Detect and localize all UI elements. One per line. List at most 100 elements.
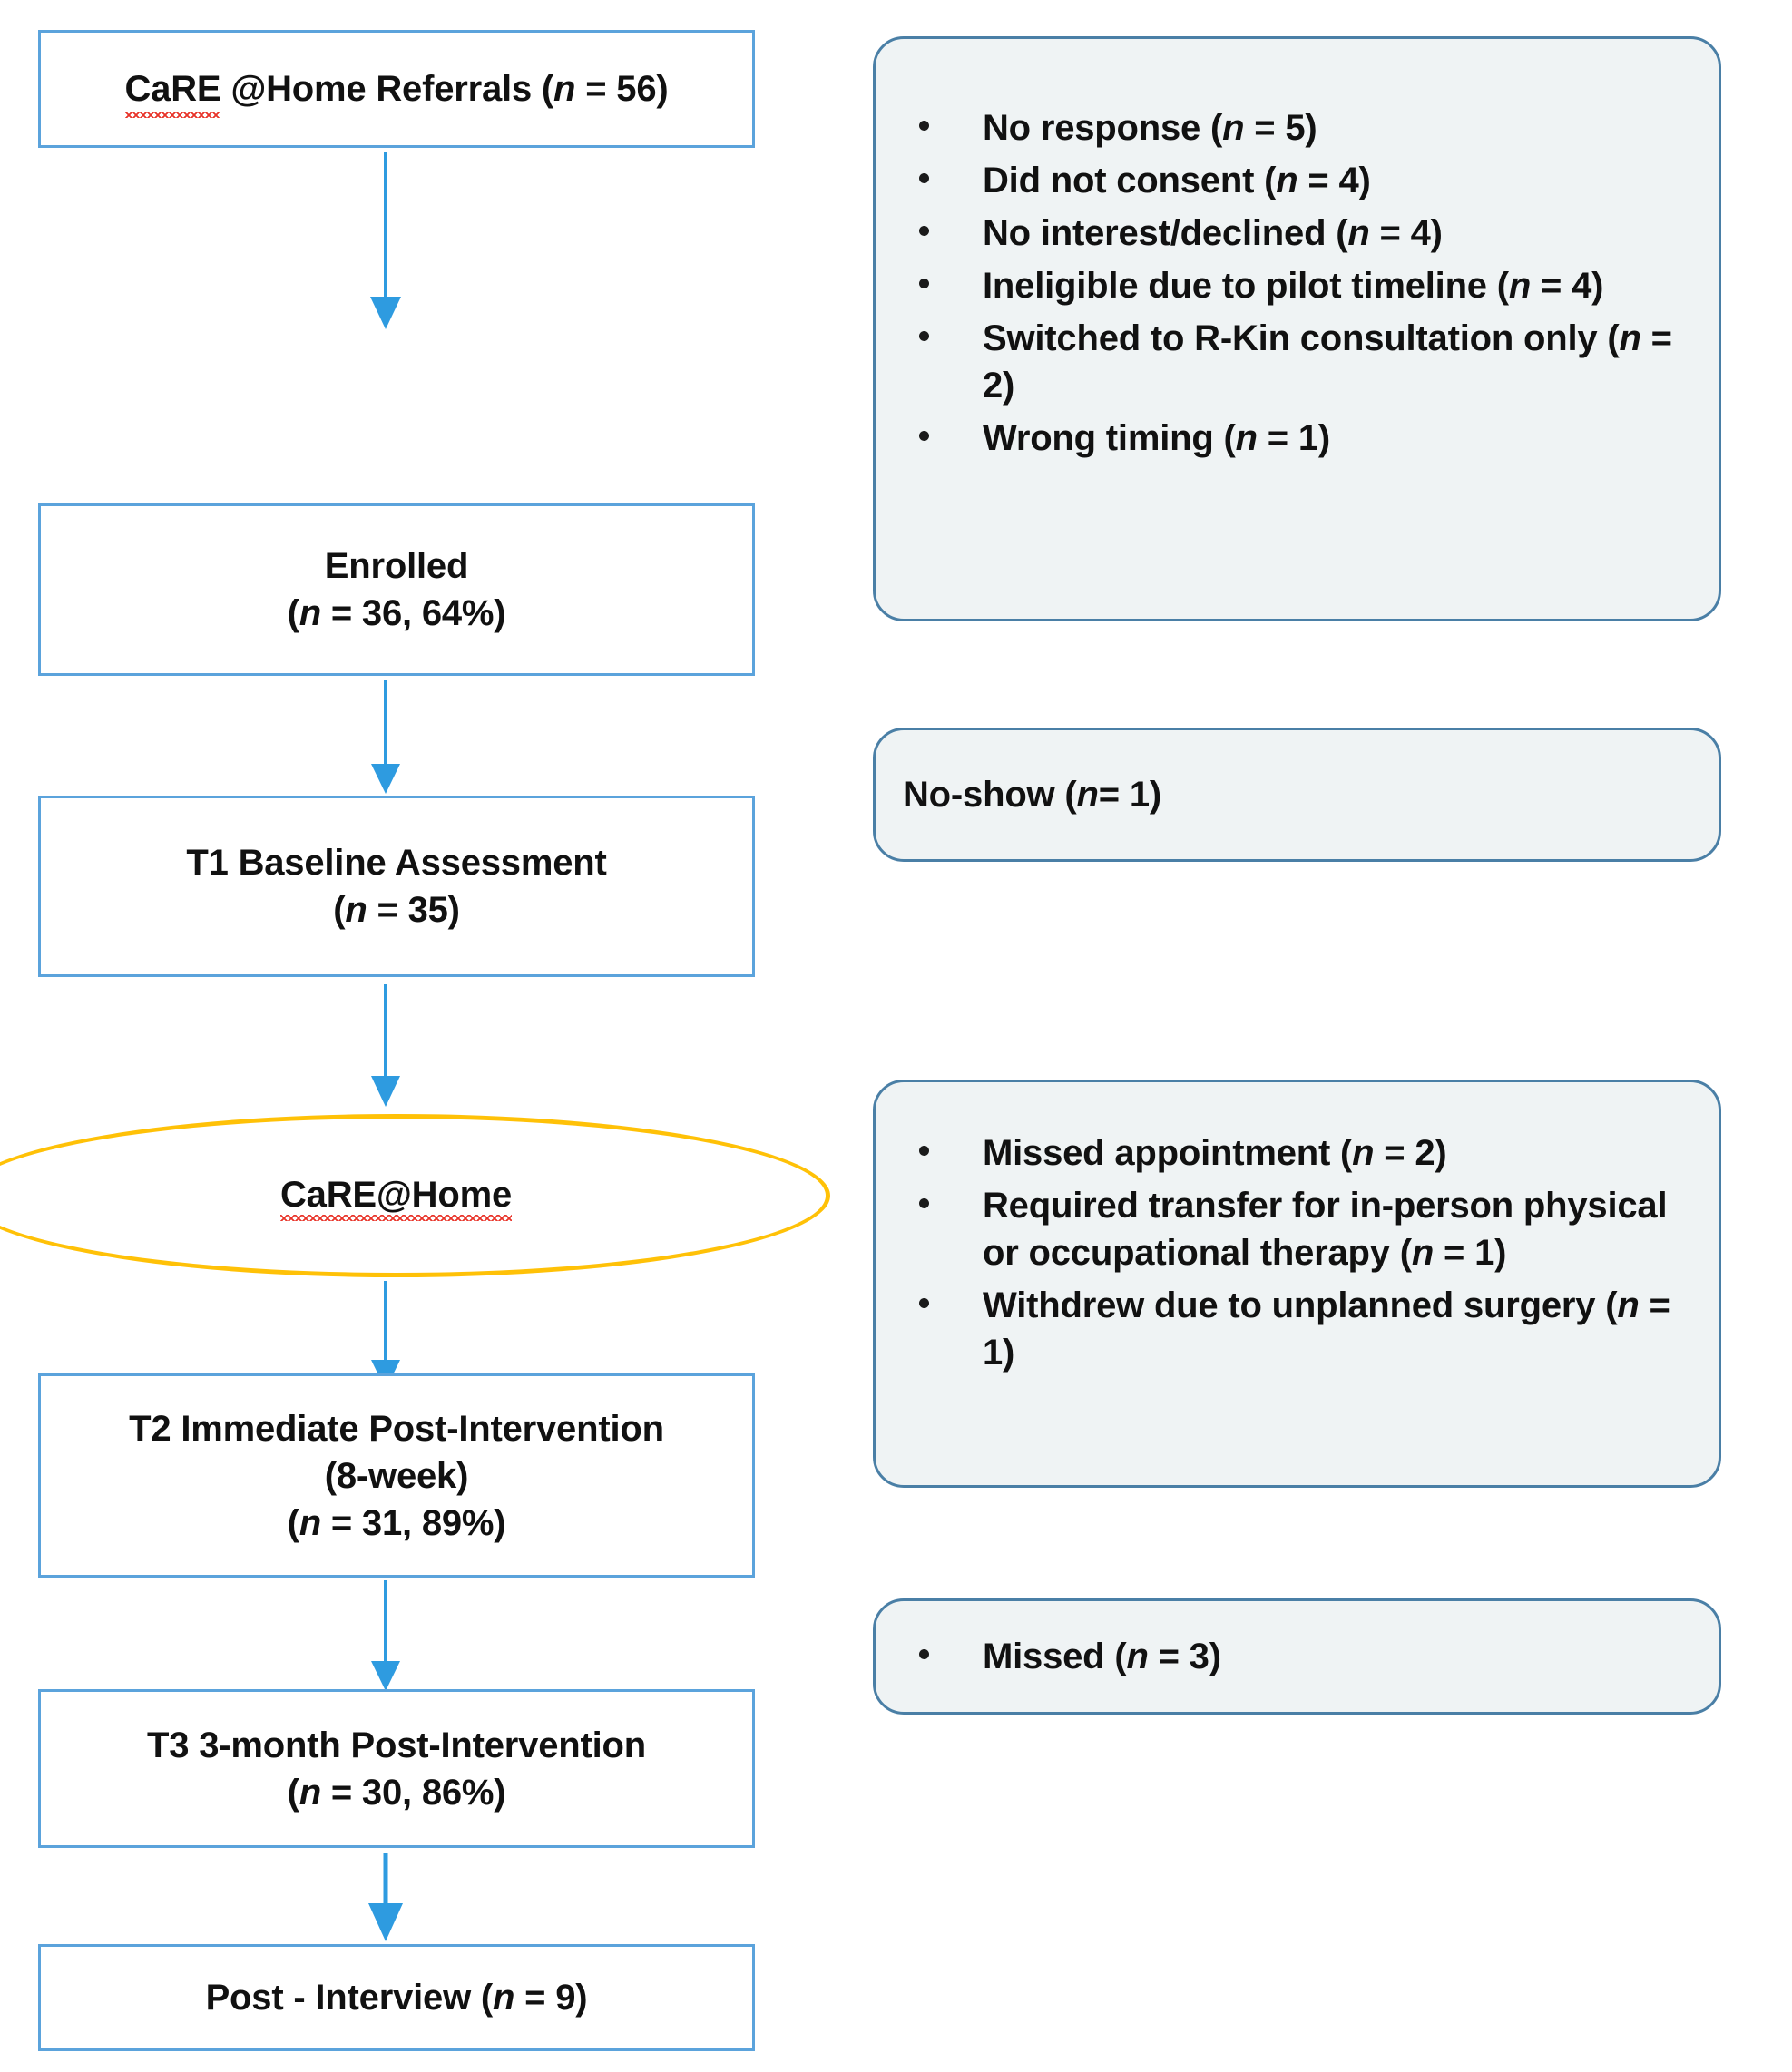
stat-value: = 30, 86%): [320, 1772, 506, 1813]
node-t2-text: T2 Immediate Post-Intervention (8-week) …: [129, 1405, 664, 1547]
stat-value: = 4): [1369, 213, 1443, 253]
list-item: Did not consent (n = 4): [876, 157, 1680, 204]
stat-value: = 1): [1098, 775, 1161, 815]
list-item: Missed appointment (n = 2): [876, 1129, 1680, 1177]
stat-value: = 9): [514, 1978, 588, 2018]
stat-var-n: n: [1347, 213, 1370, 253]
arrow-baseline-to-intervention: [358, 984, 413, 1107]
bullet-icon: [919, 1197, 929, 1208]
stat-var-n: n: [299, 1772, 321, 1813]
node-baseline-stat: (n = 35): [186, 886, 606, 933]
list-item: Switched to R-Kin consultation only (n =…: [876, 315, 1680, 409]
callout-baseline-no-show: No-show (n = 1): [873, 728, 1721, 862]
stat-var-n: n: [1126, 1637, 1149, 1676]
list-item: Withdrew due to unplanned surgery (n = 1…: [876, 1282, 1680, 1376]
followup-missed-list: Missed (n = 3): [876, 1601, 1719, 1712]
arrow-shaft: [384, 984, 387, 1078]
stat-value: = 1): [1257, 418, 1331, 458]
stat-var-n: n: [299, 1502, 321, 1543]
stat-open: (: [333, 890, 346, 930]
stat-value: = 1): [983, 1285, 1670, 1373]
node-referrals: CaRE @Home Referrals (n = 56): [38, 30, 755, 148]
stat-var-n: n: [345, 890, 367, 930]
node-post-interview-label: Post - Interview (: [205, 1978, 494, 2018]
arrow-referrals-to-enrolled: [358, 152, 413, 329]
exclusion-text: Missed (: [983, 1637, 1127, 1676]
exclusion-text: Missed appointment (: [983, 1133, 1353, 1173]
list-item: Wrong timing (n = 1): [876, 415, 1680, 462]
spellcheck-word-care: CaRE: [124, 65, 221, 118]
arrow-head: [371, 764, 400, 794]
callout-followup-missed: Missed (n = 3): [873, 1598, 1721, 1715]
arrow-shaft: [383, 1853, 388, 1905]
stat-var-n: n: [299, 593, 321, 633]
exclusion-text: No interest/declined (: [983, 213, 1348, 253]
stat-value: = 2): [1374, 1133, 1447, 1173]
exclusion-text: Required transfer for in-person physical…: [983, 1186, 1668, 1273]
node-enrolled: Enrolled (n = 36, 64%): [38, 503, 755, 676]
node-enrolled-text: Enrolled (n = 36, 64%): [288, 542, 506, 637]
node-t2-subtitle: (8-week): [324, 1455, 469, 1496]
bullet-icon: [919, 278, 929, 288]
bullet-icon: [919, 330, 929, 341]
stat-value: = 4): [1531, 266, 1604, 306]
node-t2-label: T2 Immediate Post-Intervention: [129, 1408, 664, 1449]
node-t3-post-intervention: T3 3-month Post-Intervention (n = 30, 86…: [38, 1689, 755, 1848]
stat-value: = 4): [1297, 161, 1371, 200]
node-referrals-text: CaRE @Home Referrals (n = 56): [124, 65, 669, 118]
bullet-icon: [919, 1145, 929, 1156]
stat-var-n: n: [1508, 266, 1532, 306]
node-t3-text: T3 3-month Post-Intervention (n = 30, 86…: [147, 1722, 646, 1816]
stat-value: = 56): [575, 68, 669, 109]
stat-var-n: n: [1352, 1133, 1375, 1173]
bullet-icon: [919, 225, 929, 236]
stat-var-n: n: [1276, 161, 1298, 200]
stat-open: (: [287, 1502, 299, 1543]
stat-var-n: n: [493, 1978, 515, 2018]
node-enrolled-stat: (n = 36, 64%): [288, 590, 506, 637]
node-post-interview: Post - Interview (n = 9): [38, 1944, 755, 2051]
arrow-head: [370, 297, 401, 329]
node-intervention-ellipse: CaRE@Home: [0, 1114, 830, 1277]
arrow-shaft: [384, 152, 387, 302]
stat-value: = 2): [983, 318, 1672, 406]
node-t2-post-intervention: T2 Immediate Post-Intervention (8-week) …: [38, 1373, 755, 1578]
list-item: No interest/declined (n = 4): [876, 210, 1680, 257]
stat-var-n: n: [1619, 318, 1641, 358]
exclusion-text: No-show (: [903, 775, 1077, 815]
stat-open: (: [287, 1772, 299, 1813]
screening-exclusion-list: No response (n = 5) Did not consent (n =…: [876, 39, 1719, 462]
intervention-attrition-list: Missed appointment (n = 2) Required tran…: [876, 1082, 1719, 1376]
arrow-head: [371, 1661, 400, 1691]
arrow-t2-to-t3: [358, 1580, 413, 1691]
stat-var-n: n: [1411, 1233, 1435, 1273]
exclusion-text: Wrong timing (: [983, 418, 1236, 458]
bullet-icon: [919, 430, 929, 441]
node-baseline-label: T1 Baseline Assessment: [186, 843, 607, 883]
arrow-shaft: [384, 680, 387, 767]
arrow-enrolled-to-baseline: [358, 680, 413, 794]
stat-value: = 1): [1434, 1233, 1507, 1273]
node-post-interview-text: Post - Interview (n = 9): [206, 1974, 588, 2021]
arrow-t3-to-interview: [358, 1853, 413, 1941]
node-enrolled-label: Enrolled: [324, 546, 469, 586]
stat-value: = 36, 64%): [320, 593, 506, 633]
bullet-icon: [919, 1297, 929, 1308]
stat-value: = 3): [1148, 1637, 1221, 1676]
exclusion-text: Did not consent (: [983, 161, 1277, 200]
bullet-icon: [919, 1648, 929, 1659]
stat-var-n: n: [553, 68, 576, 109]
bullet-icon: [919, 120, 929, 131]
node-baseline-text: T1 Baseline Assessment (n = 35): [186, 839, 606, 933]
list-item: Ineligible due to pilot timeline (n = 4): [876, 262, 1680, 309]
stat-value: = 31, 89%): [320, 1502, 506, 1543]
exclusion-text: No response (: [983, 108, 1223, 148]
list-item: Missed (n = 3): [876, 1633, 1680, 1680]
stat-var-n: n: [1617, 1285, 1640, 1325]
callout-intervention-attrition: Missed appointment (n = 2) Required tran…: [873, 1080, 1721, 1488]
node-t3-label: T3 3-month Post-Intervention: [147, 1725, 646, 1765]
stat-var-n: n: [1076, 775, 1099, 815]
arrow-shaft: [384, 1281, 387, 1363]
arrow-shaft: [384, 1580, 387, 1664]
spellcheck-word-care-at-home: CaRE@Home: [279, 1175, 513, 1221]
